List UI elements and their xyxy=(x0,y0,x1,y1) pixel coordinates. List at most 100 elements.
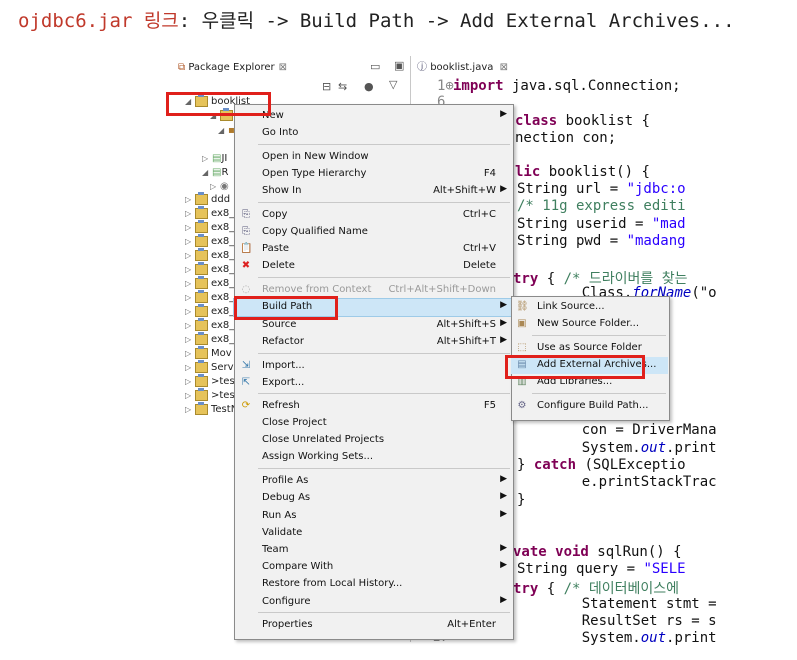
menu-item-close-unrelated-projects[interactable]: Close Unrelated Projects xyxy=(234,432,512,449)
tree-item-project[interactable]: ▷ex8_ xyxy=(185,205,234,221)
tree-item-project[interactable]: ▷>test xyxy=(185,387,239,403)
expand-icon[interactable]: ▷ xyxy=(185,377,192,386)
menu-item-close-project[interactable]: Close Project xyxy=(234,415,512,432)
tree-item-project[interactable]: ▷ex8_ xyxy=(185,331,234,347)
code-token: { xyxy=(538,271,564,287)
tree-item-project[interactable]: ▷ex8_ xyxy=(185,219,234,235)
code-token: sqlRun() { xyxy=(588,544,682,560)
expand-icon[interactable]: ▷ xyxy=(185,237,192,246)
submenu-item-add-external-archives[interactable]: ▤Add External Archives... xyxy=(511,357,668,374)
collapse-all-icon[interactable]: ⊟ xyxy=(322,80,332,93)
submenu-item-configure-build-path[interactable]: ⚙Configure Build Path... xyxy=(511,398,668,415)
menu-item-restore-from-local-history[interactable]: Restore from Local History... xyxy=(234,576,512,593)
tree-item-project[interactable]: ▷ex8_ xyxy=(185,303,234,319)
expand-icon[interactable]: ▷ xyxy=(185,349,192,358)
submenu-item-new-source-folder[interactable]: ▣New Source Folder... xyxy=(511,316,668,333)
expand-icon[interactable]: ▷ xyxy=(185,335,192,344)
menu-item-new[interactable]: New▶ xyxy=(234,108,512,125)
menu-item-label: Validate xyxy=(262,527,303,538)
tree-item-project[interactable]: ▷TestN xyxy=(185,401,238,417)
tree-item-project[interactable]: ▷Serv xyxy=(185,359,234,375)
new-source-folder-icon: ▣ xyxy=(517,318,527,329)
menu-item-configure[interactable]: Configure▶ xyxy=(234,594,512,611)
expand-icon[interactable]: ▷ xyxy=(185,307,192,316)
expand-icon[interactable]: ▷ xyxy=(185,279,192,288)
submenu-item-label: Add Libraries... xyxy=(537,376,613,387)
package-explorer-tab[interactable]: ⧉ Package Explorer⊠ xyxy=(178,58,288,78)
menu-item-run-as[interactable]: Run As▶ xyxy=(234,508,512,525)
menu-item-profile-as[interactable]: Profile As▶ xyxy=(234,473,512,490)
menu-item-validate[interactable]: Validate xyxy=(234,525,512,542)
tree-item-partial[interactable]: ◢▤R xyxy=(202,166,228,180)
menu-item-open-in-new-window[interactable]: Open in New Window xyxy=(234,149,512,166)
expand-icon[interactable]: ▷ xyxy=(185,195,192,204)
menu-item-label: Show In xyxy=(262,185,302,196)
view-menu-icon[interactable]: ▽ xyxy=(389,78,398,91)
menu-item-build-path[interactable]: Build Path▶ xyxy=(233,298,513,317)
tree-item-project[interactable]: ▷>test xyxy=(185,373,239,389)
tree-item-project[interactable]: ▷ex8_ xyxy=(185,261,234,277)
expand-icon[interactable]: ▷ xyxy=(185,265,192,274)
tree-item-booklist[interactable]: ◢booklist xyxy=(185,93,250,109)
editor-tab[interactable]: ⓙ booklist.java ⊠ xyxy=(417,58,508,78)
package-icon: ▪ xyxy=(228,125,235,136)
submenu-item-add-libraries[interactable]: ▥Add Libraries... xyxy=(511,374,668,391)
menu-item-copy-qualified-name[interactable]: ⎘Copy Qualified Name xyxy=(234,224,512,241)
expand-icon[interactable]: ▷ xyxy=(185,209,192,218)
tree-item-project[interactable]: ▷ddd xyxy=(185,191,230,207)
menu-item-debug-as[interactable]: Debug As▶ xyxy=(234,490,512,507)
highlight-box-build-path xyxy=(234,296,338,320)
tree-item-project[interactable]: ▷ex8_ xyxy=(185,233,234,249)
submenu-arrow-icon: ▶ xyxy=(500,300,507,310)
expand-icon[interactable]: ▷ xyxy=(185,363,192,372)
expand-icon[interactable]: ◢ xyxy=(185,97,192,106)
code-line: class booklist { xyxy=(515,113,650,129)
expand-icon[interactable]: ▷ xyxy=(185,405,192,414)
code-token: /* 드라이버를 찾는 xyxy=(563,271,688,287)
menu-item-go-into[interactable]: Go Into xyxy=(234,125,512,142)
menu-separator xyxy=(532,335,666,336)
expand-icon[interactable]: ▷ xyxy=(185,251,192,260)
submenu-item-use-as-source-folder[interactable]: ⬚Use as Source Folder xyxy=(511,340,668,357)
expand-icon[interactable]: ▷ xyxy=(185,293,192,302)
tree-item-partial[interactable]: ▷◉ xyxy=(210,180,229,194)
menu-item-import[interactable]: ⇲Import... xyxy=(234,358,512,375)
focus-icon[interactable]: ● xyxy=(364,80,374,93)
maximize-icon[interactable]: ▣ xyxy=(394,59,405,72)
code-line: nection con; xyxy=(515,130,616,146)
tree-item-partial[interactable]: ▷▤JI xyxy=(202,152,227,166)
expand-icon[interactable]: ▷ xyxy=(185,321,192,330)
menu-item-label: Run As xyxy=(262,510,297,521)
tree-item-project[interactable]: ▷ex8_ xyxy=(185,247,234,263)
menu-item-assign-working-sets[interactable]: Assign Working Sets... xyxy=(234,449,512,466)
code-token: out xyxy=(640,440,667,456)
submenu-item-label: Add External Archives... xyxy=(537,359,657,370)
menu-item-compare-with[interactable]: Compare With▶ xyxy=(234,559,512,576)
menu-item-team[interactable]: Team▶ xyxy=(234,542,512,559)
menu-item-label: Configure xyxy=(262,596,311,607)
link-editor-icon[interactable]: ⇆ xyxy=(338,80,348,93)
code-line: } catch (SQLExceptio xyxy=(517,457,686,473)
menu-item-export[interactable]: ⇱Export... xyxy=(234,375,512,392)
tree-item-project[interactable]: ▷Mov xyxy=(185,345,232,361)
expand-icon[interactable]: ▷ xyxy=(185,391,192,400)
expand-icon[interactable]: ▷ xyxy=(185,223,192,232)
tree-item-project[interactable]: ▷ex8_ xyxy=(185,289,234,305)
minimize-icon[interactable]: ▭ xyxy=(370,60,381,73)
close-icon[interactable]: ⊠ xyxy=(278,62,287,73)
submenu-item-link-source[interactable]: ⛓Link Source... xyxy=(511,299,668,316)
close-icon[interactable]: ⊠ xyxy=(499,62,508,73)
tree-item-project[interactable]: ▷ex8_ xyxy=(185,275,234,291)
tree-item-partial[interactable]: ◢▪ xyxy=(218,124,235,138)
tree-item-project[interactable]: ▷ex8_ xyxy=(185,317,234,333)
